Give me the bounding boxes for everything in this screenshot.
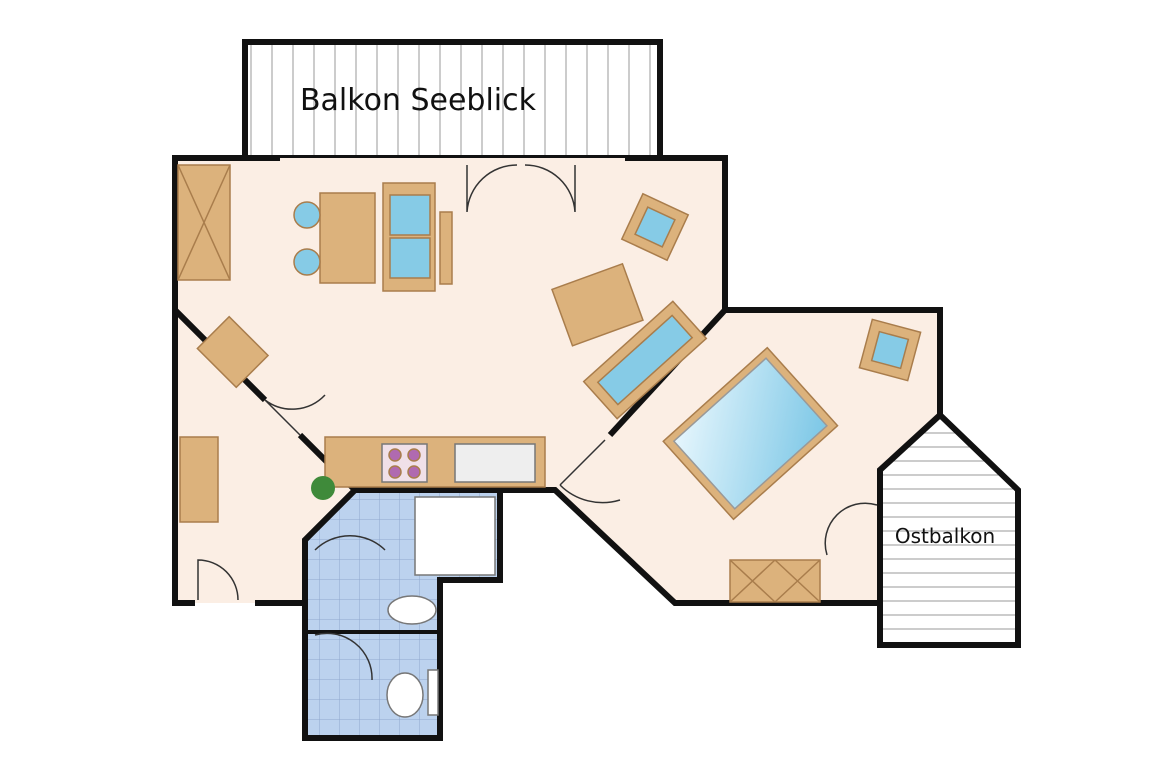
- balcony-seeblick-label: Balkon Seeblick: [300, 83, 537, 118]
- balcony-seeblick: Balkon Seeblick: [242, 39, 663, 161]
- sink: [454, 443, 536, 483]
- cabinet: [196, 315, 270, 389]
- furniture: [177, 164, 922, 718]
- plant: [311, 476, 335, 500]
- shower: [414, 496, 496, 576]
- doors: [197, 164, 878, 681]
- double-bed: [662, 346, 839, 521]
- toilet: [386, 672, 424, 718]
- east-balcony-label: Ostbalkon: [895, 524, 995, 548]
- dresser: [729, 559, 821, 603]
- shoe-cabinet: [179, 436, 219, 523]
- washbasin: [387, 595, 437, 625]
- dining-table: [319, 192, 376, 284]
- chair: [293, 201, 321, 229]
- east-balcony: Ostbalkon: [877, 410, 1021, 648]
- coffee-table: [551, 262, 644, 347]
- stove: [381, 443, 428, 483]
- chair: [293, 248, 321, 276]
